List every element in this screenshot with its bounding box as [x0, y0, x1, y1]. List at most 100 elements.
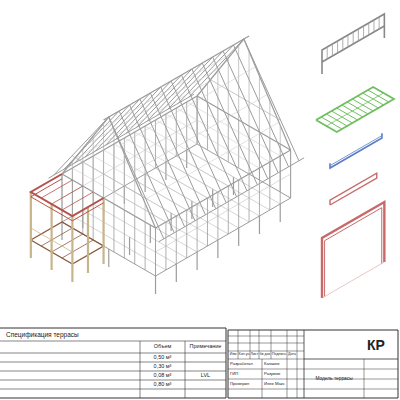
title-block-header: Кол.уч: [239, 353, 250, 357]
table-rule: [238, 330, 239, 359]
frame-member: [62, 144, 291, 276]
frame-member: [217, 240, 218, 258]
table-rule: [228, 359, 304, 360]
frame-member: [72, 216, 166, 270]
terrace-frame: [31, 174, 104, 282]
frame-member: [327, 47, 328, 59]
frame-member: [228, 58, 229, 114]
frame-member: [30, 192, 32, 258]
frame-member: [150, 225, 151, 243]
frame-member: [62, 117, 156, 228]
title-block-header: Лист: [251, 353, 259, 357]
frame-member: [176, 108, 270, 162]
frame-member: [155, 276, 156, 294]
frame-member: [290, 150, 291, 198]
frame-member: [104, 36, 249, 120]
frame-member: [321, 62, 323, 74]
frame-member: [87, 207, 89, 273]
frame-member: [108, 249, 109, 267]
frame-member: [326, 93, 383, 126]
table-rule: [228, 330, 229, 398]
frame-member: [145, 222, 146, 270]
table-rule: [0, 362, 226, 363]
frame-member: [31, 228, 73, 252]
frame-member: [104, 150, 198, 204]
frame-member: [62, 192, 93, 210]
table-header: Объем: [154, 344, 172, 350]
exploded-parts: [316, 14, 394, 298]
title-block-header: Изм: [230, 353, 237, 357]
frame-member: [337, 41, 338, 53]
frame-member: [330, 136, 382, 166]
frame-member: [83, 162, 177, 216]
frame-member: [197, 39, 291, 150]
table-rule: [287, 359, 288, 398]
table-cell: 0,80 м³: [154, 382, 172, 388]
frame-member: [71, 216, 73, 282]
frame-member: [31, 179, 104, 221]
frame-member: [325, 208, 382, 297]
frame-member: [120, 67, 255, 145]
frame-member: [358, 29, 359, 41]
frame-member: [41, 180, 72, 198]
title-block-header: Дата: [288, 353, 296, 357]
frame-member: [85, 99, 195, 221]
table-rule: [228, 389, 398, 390]
title-block-header: Подпись: [272, 353, 286, 357]
frame-member: [48, 94, 193, 178]
frame-member: [102, 198, 104, 264]
frame-member: [129, 237, 130, 255]
frame-member: [322, 14, 384, 62]
frame-member: [280, 204, 281, 222]
frame-member: [145, 126, 239, 180]
table-rule: [287, 330, 288, 359]
frame-member: [165, 162, 166, 180]
table-rule: [228, 330, 398, 331]
frame-member: [62, 174, 156, 228]
frame-member: [144, 122, 279, 200]
table-header: Примечание: [190, 344, 222, 350]
frame-member: [197, 96, 291, 150]
table-rule: [304, 359, 398, 360]
frame-member: [353, 32, 354, 44]
frame-member: [93, 204, 187, 258]
table-rule: [228, 398, 398, 399]
frame-member: [159, 158, 304, 242]
frame-member: [280, 125, 281, 144]
frame-member: [97, 53, 232, 131]
frame-member: [330, 133, 382, 168]
table-rule: [226, 328, 227, 398]
frame-member: [280, 144, 281, 192]
table-rule: [398, 330, 399, 398]
frame-member: [217, 71, 218, 108]
frame-member: [31, 222, 104, 264]
frame-member: [384, 26, 386, 38]
frame-member: [156, 120, 250, 174]
table-rule: [0, 380, 226, 381]
title-block-header: № док: [260, 353, 271, 357]
frame-member: [342, 38, 343, 50]
table-rule: [185, 341, 186, 398]
table-rule: [304, 330, 305, 398]
table-rule: [140, 341, 141, 398]
role-name: Проверил: [230, 382, 249, 386]
table-cell: LVL: [201, 373, 210, 379]
frame-member: [61, 222, 62, 240]
sheet-code: КР: [367, 338, 385, 352]
frame-member: [124, 210, 125, 258]
frame-member: [134, 216, 135, 264]
frame-member: [64, 111, 174, 233]
frame-member: [259, 216, 260, 234]
table-rule: [0, 371, 226, 372]
frame-member: [156, 174, 291, 252]
frame-member: [212, 189, 213, 207]
frame-member: [74, 105, 184, 227]
table-rule: [271, 330, 272, 359]
frame-member: [31, 174, 104, 216]
frame-member: [124, 138, 218, 192]
table-cell: 0,50 м³: [154, 355, 172, 361]
frame-member: [207, 83, 208, 102]
table-rule: [297, 359, 298, 398]
table-grid: [0, 328, 398, 398]
